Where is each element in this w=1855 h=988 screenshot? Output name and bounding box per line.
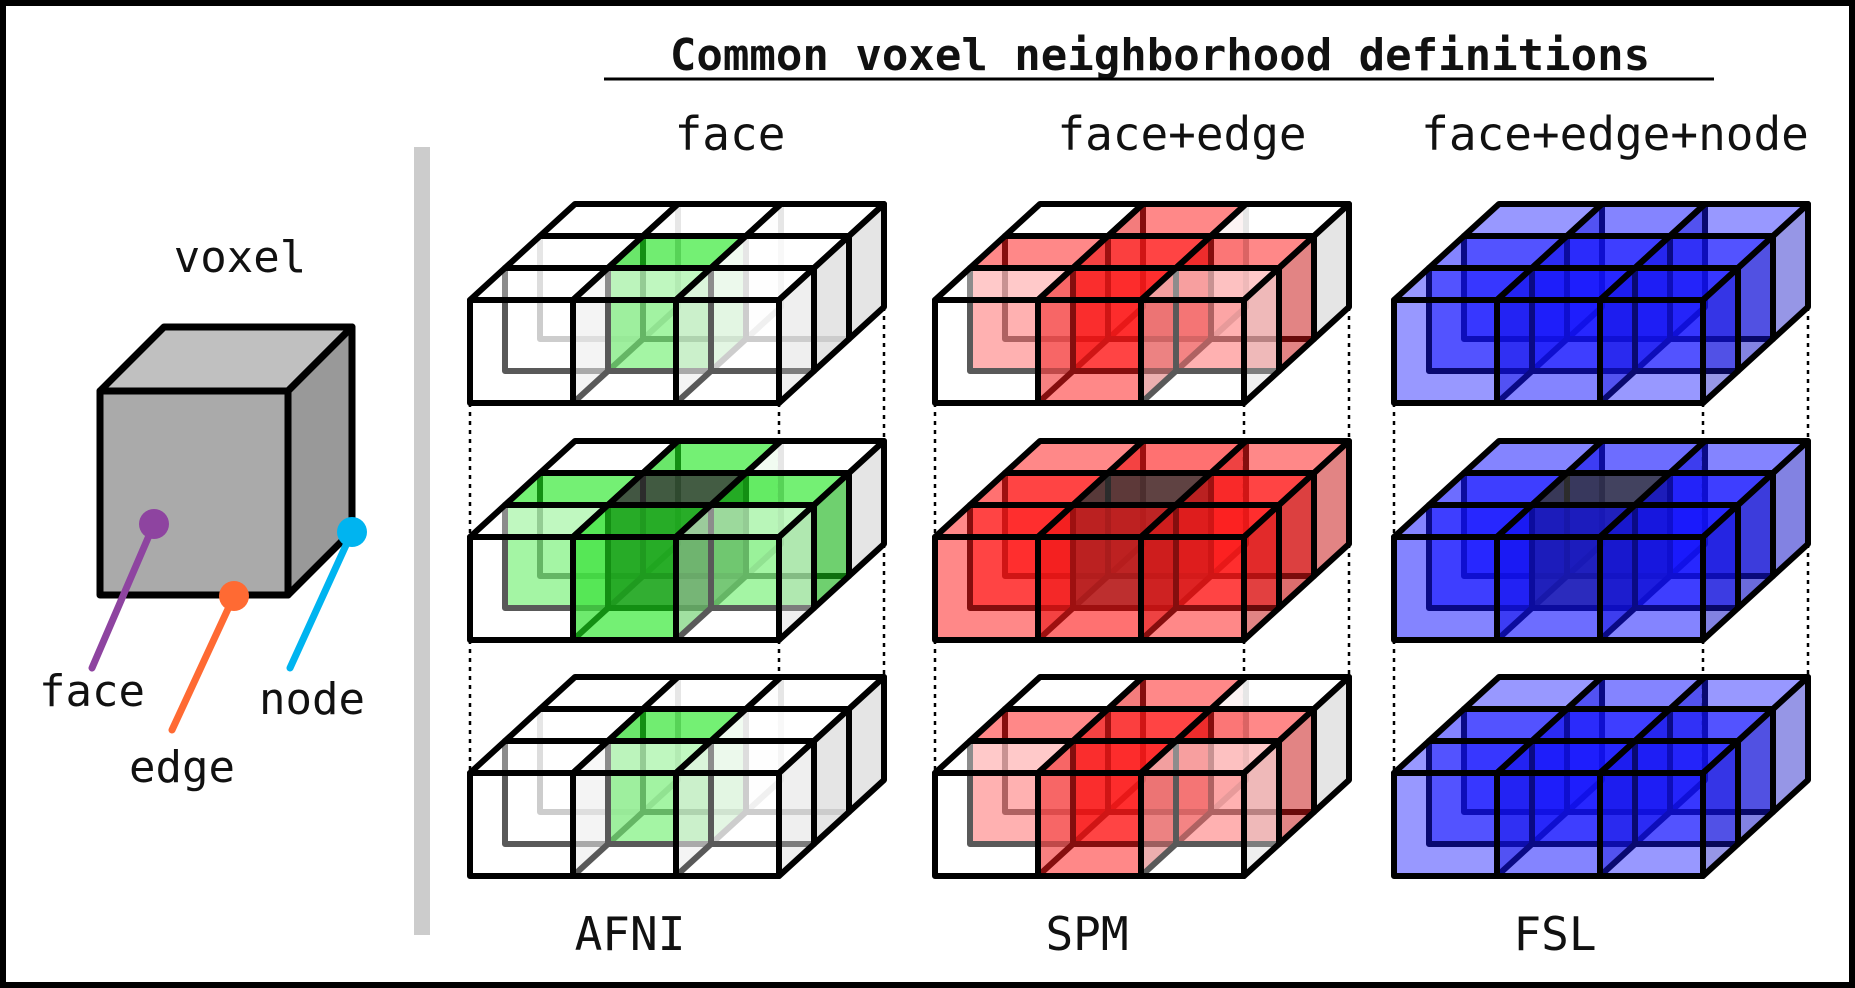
software-label: AFNI (575, 907, 686, 961)
cell-front-face (467, 297, 576, 406)
node-callout-dot (337, 517, 367, 547)
cell-front-face (1597, 770, 1706, 879)
voxel-cell (1138, 265, 1282, 406)
cell-front-face (467, 534, 576, 643)
cell-front-face (1391, 534, 1500, 643)
cell-front-face (673, 770, 782, 879)
edge-callout-line (168, 592, 238, 734)
voxel-front-face (96, 387, 292, 599)
page-title: Common voxel neighborhood definitions (670, 30, 1650, 81)
cell-front-face (1138, 534, 1247, 643)
cell-front-face (1597, 297, 1706, 406)
edge-callout-dot (219, 581, 249, 611)
voxel-cell (1597, 502, 1741, 643)
voxel-cell (1597, 265, 1741, 406)
voxel-cell (1597, 738, 1741, 879)
panel-heading: face+edge+node (1421, 107, 1809, 161)
software-label: SPM (1045, 907, 1128, 961)
cube-layer (467, 201, 887, 406)
node-callout-label: node (259, 674, 365, 725)
voxel-cell (1138, 502, 1282, 643)
cell-front-face (1597, 534, 1706, 643)
cube-layer (1391, 201, 1811, 406)
edge-callout-label: edge (129, 742, 235, 793)
cell-front-face (1035, 297, 1144, 406)
cell-front-face (1494, 770, 1603, 879)
voxel-cell (673, 502, 817, 643)
cell-front-face (1035, 534, 1144, 643)
cube-layer (932, 438, 1352, 643)
cube-layer (467, 438, 887, 643)
panel-heading: face+edge (1057, 107, 1306, 161)
cell-front-face (1494, 534, 1603, 643)
node-callout-line (286, 528, 356, 672)
cell-front-face (1391, 770, 1500, 879)
panel-heading: face (675, 107, 786, 161)
face-callout-line (88, 520, 158, 672)
voxel-illustration: voxel face edge node (39, 232, 367, 793)
face-callout-dot (139, 509, 169, 539)
voxel-label: voxel (174, 232, 306, 283)
face-callout-label: face (39, 666, 145, 717)
cell-front-face (1391, 297, 1500, 406)
cell-front-face (673, 534, 782, 643)
cell-front-face (467, 770, 576, 879)
cell-front-face (1138, 297, 1247, 406)
cell-front-face (570, 534, 679, 643)
cell-front-face (932, 297, 1041, 406)
cube-layer (467, 674, 887, 879)
voxel-cell (1138, 738, 1282, 879)
cube-layer (1391, 674, 1811, 879)
cell-front-face (1138, 770, 1247, 879)
software-label: FSL (1513, 907, 1596, 961)
cell-front-face (570, 297, 679, 406)
separator-bar (414, 147, 430, 935)
voxel-cell (673, 265, 817, 406)
voxel-cell (673, 738, 817, 879)
cell-front-face (1035, 770, 1144, 879)
cell-front-face (932, 770, 1041, 879)
cell-front-face (570, 770, 679, 879)
cube-layer (1391, 438, 1811, 643)
cube-layer (932, 201, 1352, 406)
cube-layer (932, 674, 1352, 879)
cell-front-face (932, 534, 1041, 643)
cell-front-face (673, 297, 782, 406)
cell-front-face (1494, 297, 1603, 406)
